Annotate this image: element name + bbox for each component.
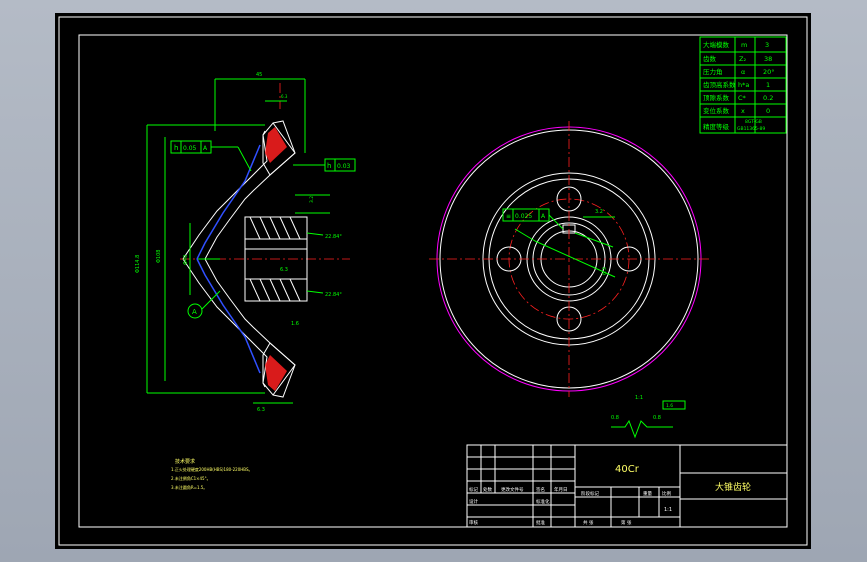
param-name-5: 变位系数 (703, 106, 730, 115)
tb-file-no: 更改文件号 (501, 486, 524, 493)
inner-frame (78, 34, 788, 528)
detail-scale: 1:1 (635, 395, 643, 401)
param-name-6: 精度等级 (703, 122, 730, 131)
param-value-1: 38 (764, 55, 772, 63)
technical-requirements: 技术要求 1.正火处理硬度200HB(HBS)180-220HBS。 2.未注倒… (171, 458, 252, 490)
section-view (180, 83, 350, 398)
param-value-5: 0 (766, 107, 770, 115)
param-value-0: 3 (765, 41, 769, 49)
param-symbol-5: x (741, 107, 745, 115)
drawing-sheet[interactable]: 大端模数 m 3 齿数 Z₂ 38 压力角 α 20° 齿顶高系数 h*a 1 … (55, 13, 811, 549)
tb-sign: 签名 (536, 486, 545, 493)
param-name-4: 顶隙系数 (703, 93, 730, 102)
param-value-3: 1 (766, 81, 770, 89)
detail-rough-a: 0.8 (611, 415, 619, 421)
tb-approve: 批准 (536, 519, 545, 526)
dim-pitch-diameter: Φ108 (156, 250, 162, 263)
runout-datum-a: A (203, 145, 208, 152)
svg-text:≡: ≡ (506, 213, 511, 220)
keyway-rough: 3.2 (595, 209, 603, 215)
tb-sheets: 共 张 (583, 519, 594, 526)
detail-box: 1.6 (666, 403, 673, 409)
param-name-1: 齿数 (703, 54, 717, 63)
param-symbol-2: α (741, 68, 745, 76)
dim-bore: Φ40 (183, 255, 189, 265)
tb-scale: 1:1 (664, 507, 672, 513)
dim-rough3: 1.6 (291, 321, 299, 327)
section-dimensions: Φ114.8 Φ108 Φ40 45 6.3 h 0.05 A (135, 72, 356, 413)
param-value-6: 8GT-GB (745, 119, 762, 125)
tb-mark: 标记 (469, 486, 478, 493)
dim-rough4: 6.3 (257, 407, 265, 413)
dim-width: 45 (256, 72, 262, 78)
tb-part-name: 大锥齿轮 (715, 481, 751, 493)
bore-rough: 6.3 (280, 267, 288, 273)
runout-value-a: 0.05 (183, 145, 197, 152)
angle-outer: 22.84° (325, 234, 342, 240)
param-value-2: 20° (763, 68, 775, 76)
param-symbol-3: h*a (738, 81, 749, 89)
drawing-canvas[interactable]: 大端模数 m 3 齿数 Z₂ 38 压力角 α 20° 齿顶高系数 h*a 1 … (55, 13, 811, 549)
svg-text:h: h (327, 162, 331, 170)
title-block: 标记 处数 更改文件号 签名 年月日 设计 标准化 审核 批准 阶段标记 重量 … (466, 444, 788, 528)
tech-req-item-1: 1.正火处理硬度200HB(HBS)180-220HBS。 (171, 466, 252, 472)
tech-req-item-3: 3.未注圆角R=1.5。 (171, 484, 207, 490)
param-name-2: 压力角 (703, 67, 723, 76)
param-symbol-0: m (741, 41, 747, 49)
tb-sheet-no: 第 张 (621, 519, 632, 526)
param-value-4: 0.2 (763, 94, 773, 102)
param-value-7: GB11365-89 (737, 126, 765, 132)
tech-req-item-2: 2.未注倒角C1×45°。 (171, 475, 211, 481)
tb-weight: 重量 (643, 490, 652, 497)
dim-rough2: 3.2 (309, 196, 315, 203)
datum-a-balloon (187, 303, 203, 319)
tb-count: 处数 (483, 486, 492, 493)
outer-frame (58, 16, 808, 546)
dim-tip-diameter: Φ114.8 (135, 255, 141, 273)
tb-stage-mark: 阶段标记 (581, 490, 599, 497)
tb-design: 设计 (469, 498, 478, 505)
param-name-3: 齿顶高系数 (703, 80, 736, 89)
diameter-leader (534, 240, 616, 278)
tb-date: 年月日 (554, 486, 568, 493)
runout-value-b: 0.03 (337, 163, 351, 170)
detail-rough-b: 0.8 (653, 415, 661, 421)
angle-inner: 22.84° (325, 292, 342, 298)
dim-rough1: 6.3 (281, 94, 288, 99)
tb-material: 40Cr (615, 464, 640, 475)
symmetry-tolerance: 0.025 (515, 213, 532, 220)
roughness-detail: 1:1 0.8 0.8 1.6 (611, 395, 686, 439)
front-view: ≡ 0.025 A 3.2 6.3 (429, 121, 709, 397)
symmetry-datum: A (541, 213, 546, 220)
tb-review: 审核 (469, 519, 478, 526)
param-symbol-4: C* (738, 94, 747, 102)
tech-req-title: 技术要求 (175, 458, 195, 465)
param-symbol-1: Z₂ (739, 55, 746, 63)
keyway-dim: 6.3 (602, 267, 608, 275)
tb-std: 标准化 (536, 498, 550, 505)
datum-a-label: A (192, 308, 197, 316)
tb-scale-label: 比例 (662, 490, 671, 497)
gear-parameter-table: 大端模数 m 3 齿数 Z₂ 38 压力角 α 20° 齿顶高系数 h*a 1 … (699, 36, 787, 134)
svg-text:h: h (174, 144, 178, 152)
param-name-0: 大端模数 (703, 40, 730, 49)
